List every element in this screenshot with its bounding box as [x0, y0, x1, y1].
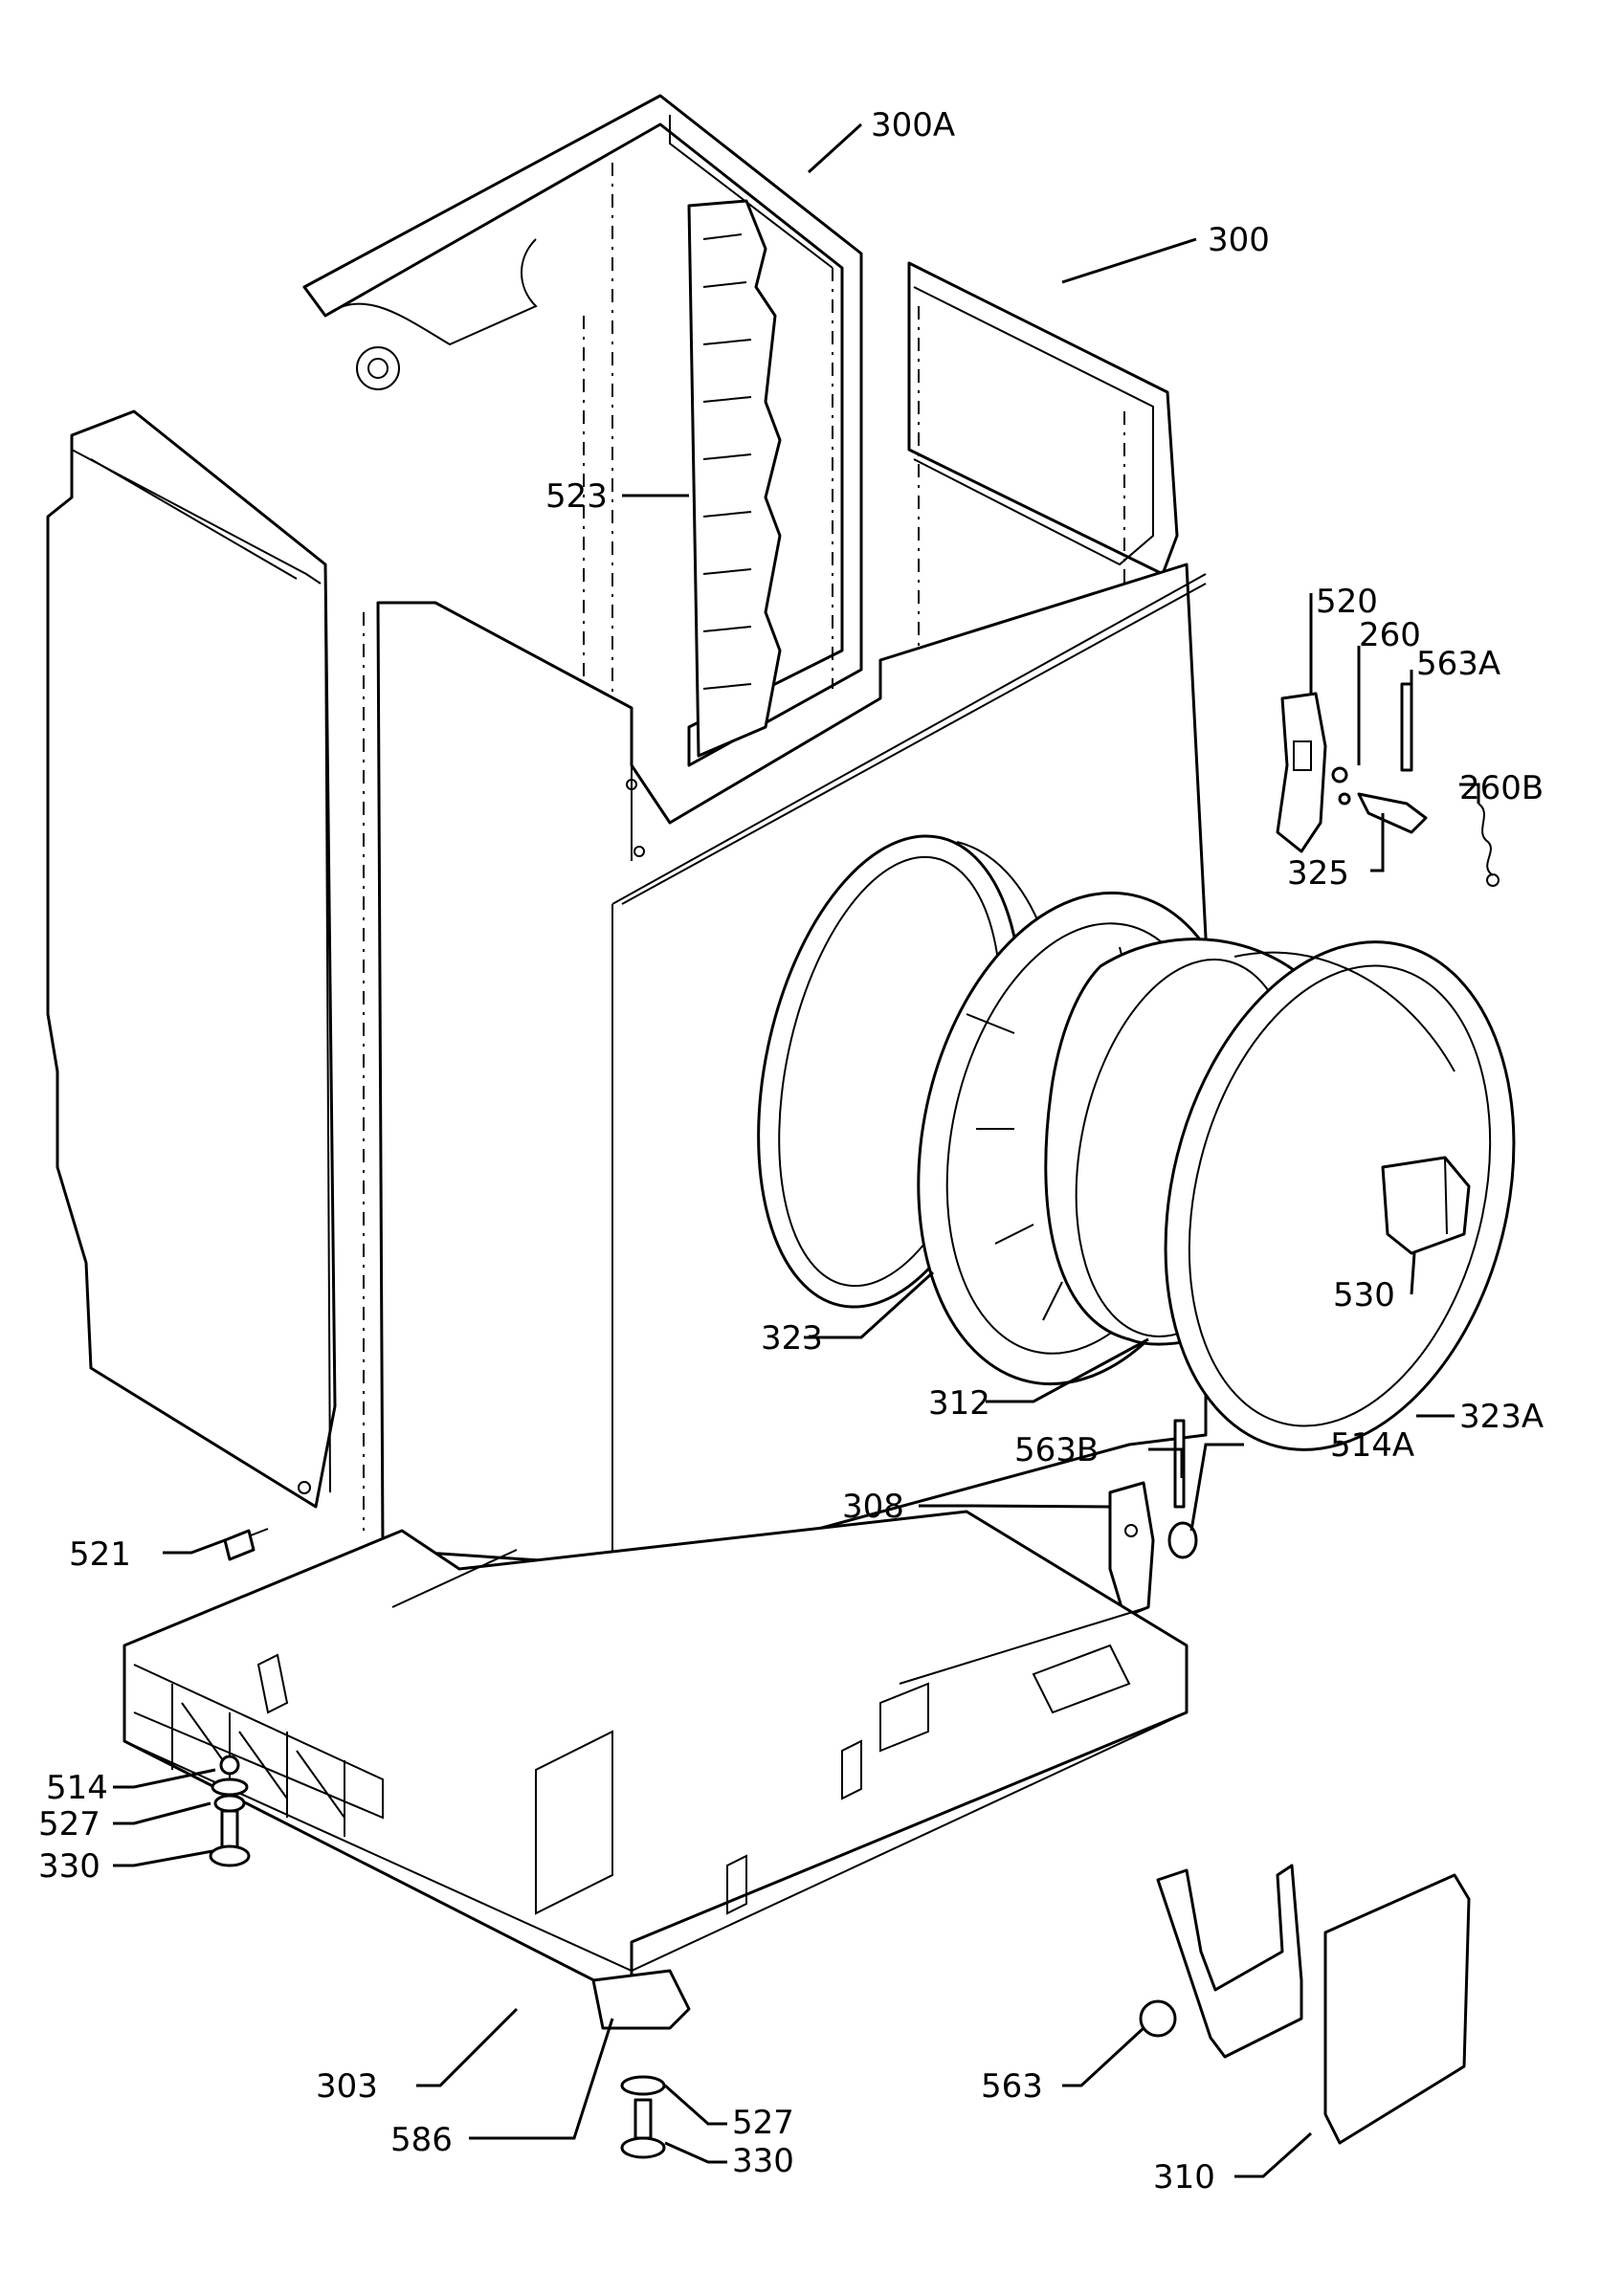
cabinet-back-frame-300A	[302, 94, 863, 823]
label-323: 323	[761, 1319, 823, 1358]
lever-325	[1357, 792, 1428, 834]
label-563A: 563A	[1416, 645, 1500, 683]
label-563: 563	[981, 2067, 1043, 2106]
spring-260B	[1478, 803, 1500, 887]
label-312: 312	[928, 1384, 990, 1423]
foot-bracket-586	[591, 1969, 691, 2030]
part-labels: 300A 300 523 520 260 563A 260B 325 530 3…	[38, 106, 1544, 2197]
label-300A: 300A	[871, 106, 955, 144]
label-586: 586	[390, 2121, 453, 2159]
label-303: 303	[316, 2067, 378, 2106]
label-514: 514	[46, 1769, 108, 1807]
label-308: 308	[842, 1488, 904, 1526]
label-260B: 260B	[1459, 769, 1544, 807]
foot-left	[209, 1755, 251, 1867]
pin-563B	[1173, 1419, 1186, 1509]
label-323A: 323A	[1459, 1398, 1544, 1436]
leader-lines	[113, 122, 1480, 2178]
pin-260	[1331, 766, 1351, 806]
bush-514A	[1167, 1521, 1198, 1559]
pin-563A	[1400, 682, 1413, 772]
cabinet-side-frame-300	[907, 261, 1179, 670]
knob-563	[1139, 1999, 1177, 2038]
base-frame-303	[122, 1510, 1189, 2001]
door-hinge-530	[1381, 1156, 1471, 1255]
label-521: 521	[69, 1535, 131, 1574]
label-530: 530	[1333, 1276, 1395, 1314]
label-260: 260	[1359, 616, 1421, 654]
label-563B: 563B	[1014, 1431, 1099, 1469]
kickplate-bracket	[1156, 1864, 1303, 2059]
kickplate-310	[1323, 1873, 1471, 2145]
label-527-front: 527	[732, 2104, 794, 2142]
label-310: 310	[1153, 2158, 1215, 2197]
label-523: 523	[545, 477, 608, 516]
label-520: 520	[1316, 583, 1378, 621]
label-514A: 514A	[1330, 1426, 1414, 1465]
door-ring-323A	[1164, 940, 1516, 1451]
hinge-block-308	[1108, 1481, 1155, 1619]
left-side-panel	[46, 409, 337, 1509]
screw-521	[223, 1528, 269, 1561]
label-300: 300	[1208, 221, 1270, 259]
label-527-left: 527	[38, 1805, 100, 1843]
label-330-front: 330	[732, 2142, 794, 2180]
bracket-523	[687, 199, 782, 758]
door-catch-520	[1276, 692, 1327, 853]
label-325: 325	[1287, 854, 1349, 893]
foot-front	[620, 2075, 666, 2159]
label-330-left: 330	[38, 1847, 100, 1886]
